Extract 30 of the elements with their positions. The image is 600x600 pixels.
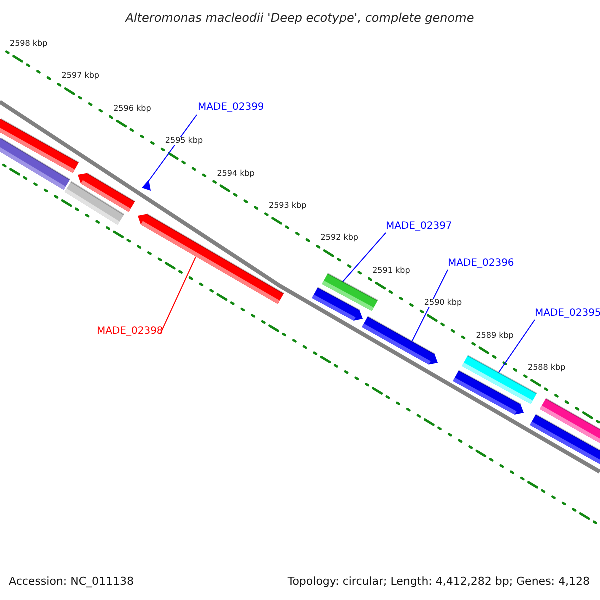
scale-label: 2590 kbp [424,299,462,308]
gene-label: MADE_02396 [448,259,514,269]
gene-label: MADE_02395 [535,309,600,319]
gene-label: MADE_02399 [198,103,264,113]
leader-line [412,270,448,342]
scale-label: 2593 kbp [269,202,307,210]
scale-label: 2595 kbp [165,137,204,146]
title: Alteromonas macleodii 'Deep ecotype', complete genome [124,12,476,24]
gene-block [362,316,438,365]
gene-block [322,273,378,312]
accession-text: Accession: NC_011138 [9,576,134,587]
gene-block [138,214,284,304]
gene-label: MADE_02398 [97,327,164,337]
leader-line [148,114,198,182]
scale-label: 2597 kbp [62,72,100,80]
leader-line [342,232,386,284]
gene-block [0,138,70,190]
leader-line [498,320,536,374]
scale-label: 2591 kbp [372,266,410,275]
genome-info-text: Topology: circular; Length: 4,412,282 bp; Genes: 4,128 [288,576,590,587]
scale-label: 2596 kbp [114,104,152,113]
scale-label: 2598 kbp [10,40,48,48]
scale-label: 2589 kbp [476,332,514,340]
scale-label: 2594 kbp [217,170,255,178]
leader-line [160,256,196,334]
gene-block [142,180,151,191]
scale-label: 2588 kbp [528,364,566,372]
scale-label: 2592 kbp [320,234,358,242]
gene-label: MADE_02397 [386,222,452,232]
gene-block [64,181,125,226]
